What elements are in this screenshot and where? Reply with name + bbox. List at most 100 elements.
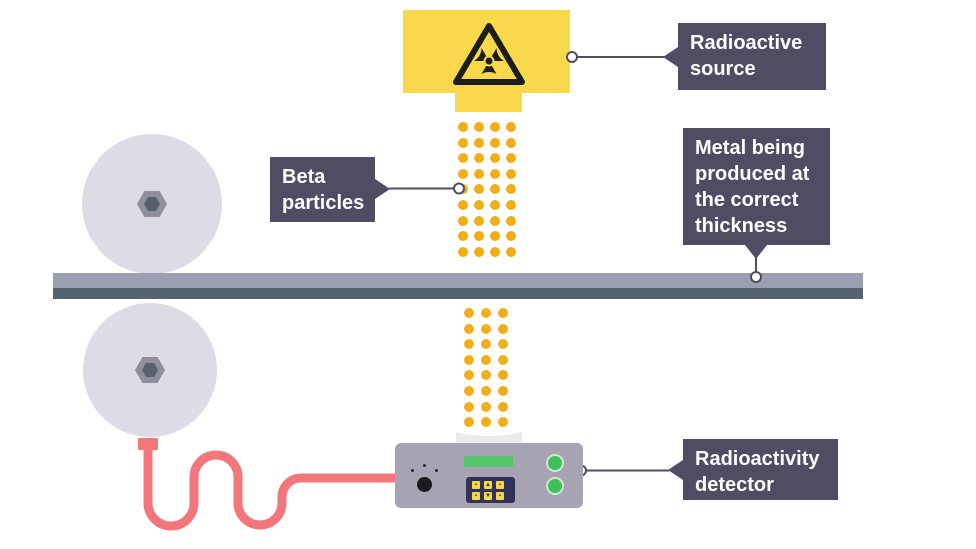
beta-particle-dot [490,122,500,132]
callout-line: the correct [695,189,799,211]
metal-sheet-top [53,273,863,288]
beta-particle-dot [498,370,508,381]
detector-window-glow [456,432,522,443]
beta-particle-dot [464,323,474,334]
beta-particle-dot [506,199,516,210]
beta-particle-dot [481,339,491,350]
hex-nut-center-icon [144,197,160,211]
beta-particle-dot [458,122,468,132]
beta-particle-dot [498,385,508,396]
hex-nut-center-icon [142,363,158,377]
beta-particle-dot [490,231,500,242]
beta-particle-dot [464,354,474,365]
callout-radioactivity-detector: Radioactivity detector [668,439,838,500]
knob-mark-icon [434,468,438,472]
beta-particle-dot [474,199,484,210]
beta-particle-dot [474,231,484,242]
callout-line: particles [282,192,365,214]
beta-particle-dot [506,168,516,179]
beta-particle-dot [506,137,516,148]
keypad-key: ▪ [496,491,504,500]
keypad-key: ▪ [472,481,480,489]
beta-particle-dot [464,385,474,396]
detector-green-button [546,477,564,495]
beta-particle-dot [464,401,474,412]
detector-cable [143,439,405,531]
beta-particle-dot [481,401,491,412]
callout-line: detector [695,474,774,496]
beta-particle-dot [498,354,508,365]
beta-particle-dot [458,215,468,226]
beta-particle-dot [506,246,516,257]
callout-line: Beta [282,166,326,188]
beta-particle-dot [464,370,474,381]
beta-particle-dot [490,168,500,179]
beta-particle-dot [481,385,491,396]
beta-particle-dot [474,246,484,257]
beta-particle-dot [498,401,508,412]
detector-knob [416,476,432,492]
beta-particle-dot [481,354,491,365]
beta-particle-dot [506,153,516,164]
beta-particle-dot [458,199,468,210]
beta-particle-dot [490,199,500,210]
beta-particle-dot [458,168,468,179]
beta-particle-dot [464,339,474,350]
callout-pointer [375,178,390,199]
beta-particle-dot [490,246,500,257]
detector-keypad: ▪▲▪▪▼▪ [466,477,515,503]
beta-particle-dot [458,153,468,164]
beta-particle-dot [490,184,500,195]
beta-particle-dot [474,215,484,226]
beta-particle-dot [490,153,500,164]
beta-particle-dot [498,339,508,350]
beta-particle-dot [474,137,484,148]
callout-beta-particles: Beta particles [270,157,390,222]
beta-beam-upper [458,122,516,257]
radioactivity-detector-device: ▪▲▪▪▼▪ [395,443,583,508]
beta-particle-dot [481,323,491,334]
beta-particle-dot [474,184,484,195]
callout-line: Radioactive [690,32,803,54]
callout-line: thickness [695,215,788,237]
keypad-key: ▲ [484,481,492,489]
beta-particle-dot [464,417,474,428]
callout-connectors [389,56,757,472]
beta-particle-dot [481,417,491,428]
beta-particle-dot [474,122,484,132]
radioactive-source-block [403,10,570,93]
beta-particle-dot [458,246,468,257]
callout-pointer [745,245,767,259]
callout-radioactive-source: Radioactive source [663,23,826,90]
source-nozzle [455,93,522,112]
callout-pointer [668,459,683,480]
metal-sheet-bottom [53,288,863,299]
beta-particle-dot [498,323,508,334]
keypad-key: ▼ [484,491,492,500]
detector-display [464,456,513,467]
beta-particle-dot [481,308,491,318]
beta-particle-dot [506,215,516,226]
callout-line: Metal being [695,137,806,159]
beta-particle-dot [481,370,491,381]
beta-particle-dot [506,231,516,242]
callout-line: produced at [695,163,810,185]
knob-mark-icon [422,463,426,467]
detector-green-button [546,454,564,472]
beta-particle-dot [458,137,468,148]
beta-particle-dot [506,184,516,195]
beta-particle-dot [498,308,508,318]
knob-mark-icon [410,468,414,472]
callout-metal-thickness: Metal being produced at the correct thic… [683,128,830,259]
keypad-key: ▪ [472,491,480,500]
beta-particle-dot [490,137,500,148]
beta-particle-dot [498,417,508,428]
beta-beam-lower [464,308,508,428]
callout-line: source [690,58,756,80]
cable-stub [138,438,158,450]
beta-particle-dot [506,122,516,132]
beta-particle-dot [474,153,484,164]
beta-particle-dot [458,231,468,242]
beta-particle-dot [458,184,468,195]
